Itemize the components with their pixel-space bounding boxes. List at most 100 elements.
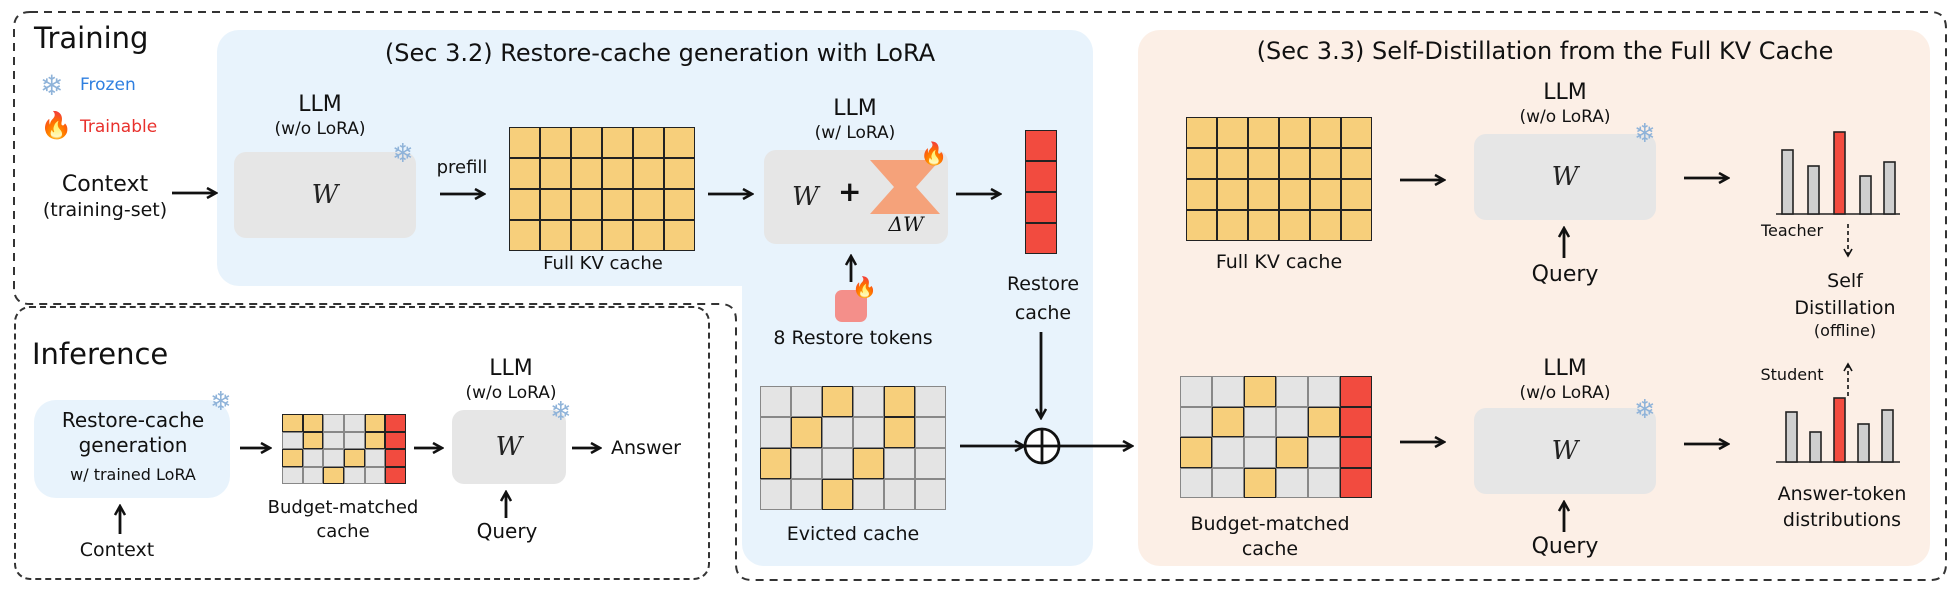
cache-cell	[323, 414, 344, 432]
cache-cell	[540, 189, 571, 220]
inference-budget-cache-grid	[282, 414, 406, 484]
cache-cell	[282, 466, 303, 484]
cache-cell	[385, 449, 406, 467]
delta-w-label: ΔW	[888, 212, 924, 236]
cache-cell	[323, 431, 344, 449]
inference-context-label: Context	[79, 539, 155, 561]
cache-cell	[1341, 148, 1372, 179]
cache-cell	[1244, 406, 1276, 437]
wo-lora-label-4: (w/o LoRA)	[1519, 383, 1611, 403]
restore-cache-grid	[1025, 130, 1057, 254]
cache-cell	[853, 479, 884, 510]
cache-cell	[509, 158, 540, 189]
cache-cell	[1217, 148, 1248, 179]
cache-cell	[884, 448, 915, 479]
cache-cell	[509, 127, 540, 158]
snowflake-icon-student: ❄	[1634, 395, 1656, 425]
answer-token-label: Answer-token distributions	[1777, 483, 1907, 531]
restore-token-icon	[835, 290, 867, 322]
cache-cell	[282, 449, 303, 467]
snowflake-icon: ❄	[392, 139, 414, 169]
cache-cell	[760, 479, 791, 510]
cache-cell	[1186, 148, 1217, 179]
prefill-label: prefill	[436, 157, 488, 178]
cache-cell	[1244, 437, 1276, 468]
cache-cell	[323, 466, 344, 484]
answer-label: Answer	[611, 437, 681, 459]
cache-cell	[1276, 406, 1308, 437]
sec33-full-kv-label: Full KV cache	[1215, 251, 1343, 273]
cache-cell	[853, 417, 884, 448]
cache-cell	[364, 466, 386, 484]
evicted-cache-label: Evicted cache	[786, 523, 920, 545]
sec33-title: (Sec 3.3) Self-Distillation from the Ful…	[1256, 37, 1834, 65]
legend-trainable: Trainable	[80, 117, 158, 137]
weight-symbol-student: W	[1551, 436, 1579, 466]
cache-cell	[1212, 437, 1244, 468]
cache-cell	[822, 479, 853, 510]
cache-cell	[1279, 179, 1310, 210]
cache-cell	[1248, 179, 1279, 210]
cache-cell	[853, 448, 884, 479]
cache-cell	[760, 386, 791, 417]
cache-cell	[1279, 148, 1310, 179]
cache-cell	[1276, 437, 1308, 468]
cache-cell	[571, 127, 602, 158]
cache-cell	[509, 220, 540, 251]
cache-cell	[1310, 210, 1341, 241]
cache-cell	[540, 127, 571, 158]
cache-cell	[540, 158, 571, 189]
cache-cell	[571, 158, 602, 189]
cache-cell	[1212, 406, 1244, 437]
llm-box-student: W	[1474, 408, 1656, 494]
cache-cell	[1276, 376, 1308, 407]
cache-cell	[915, 386, 946, 417]
trainable-flame-icon: 🔥	[40, 111, 73, 141]
student-label: Student	[1760, 365, 1824, 384]
cache-cell	[1186, 210, 1217, 241]
frozen-snowflake-icon: ❄	[40, 69, 64, 102]
cache-cell	[1308, 437, 1340, 468]
llm-box-teacher: W	[1474, 134, 1656, 220]
llm-label-3: LLM	[1543, 80, 1587, 105]
weight-symbol-teacher: W	[1551, 162, 1579, 192]
cache-cell	[1310, 179, 1341, 210]
cache-cell	[1217, 210, 1248, 241]
legend-frozen: Frozen	[80, 75, 136, 95]
cache-cell	[1310, 117, 1341, 148]
cache-cell	[302, 414, 324, 432]
sec33-budget-label: Budget-matched cache	[1190, 513, 1350, 560]
teacher-distribution-chart	[1776, 131, 1900, 215]
cache-cell	[1212, 376, 1244, 407]
cache-cell	[633, 127, 664, 158]
cache-cell	[540, 220, 571, 251]
cache-cell	[1025, 161, 1057, 192]
cache-cell	[915, 479, 946, 510]
query-label-teacher: Query	[1531, 262, 1599, 287]
cache-cell	[571, 189, 602, 220]
training-title: Training	[34, 21, 149, 55]
cache-cell	[1341, 117, 1372, 148]
cache-cell	[915, 448, 946, 479]
cache-cell	[1025, 130, 1057, 161]
inference-llm-box: W	[452, 410, 566, 484]
cache-cell	[1340, 467, 1372, 498]
cache-cell	[884, 479, 915, 510]
inference-wo-lora-label: (w/o LoRA)	[465, 383, 557, 403]
cache-cell	[385, 414, 406, 432]
cache-cell	[633, 189, 664, 220]
inference-weight-symbol: W	[495, 432, 523, 462]
llm-label-2: LLM	[833, 96, 877, 121]
cache-cell	[282, 431, 303, 449]
cache-cell	[385, 431, 406, 449]
evicted-cache-grid	[760, 386, 946, 510]
cache-cell	[1244, 467, 1276, 498]
offline-label: (offline)	[1813, 321, 1877, 340]
sec32-title: (Sec 3.2) Restore-cache generation with …	[384, 39, 936, 67]
cache-cell	[633, 220, 664, 251]
plus-symbol: +	[838, 175, 862, 208]
restore-token-flame-icon: 🔥	[852, 275, 877, 299]
cache-cell	[853, 386, 884, 417]
cache-cell	[343, 466, 365, 484]
